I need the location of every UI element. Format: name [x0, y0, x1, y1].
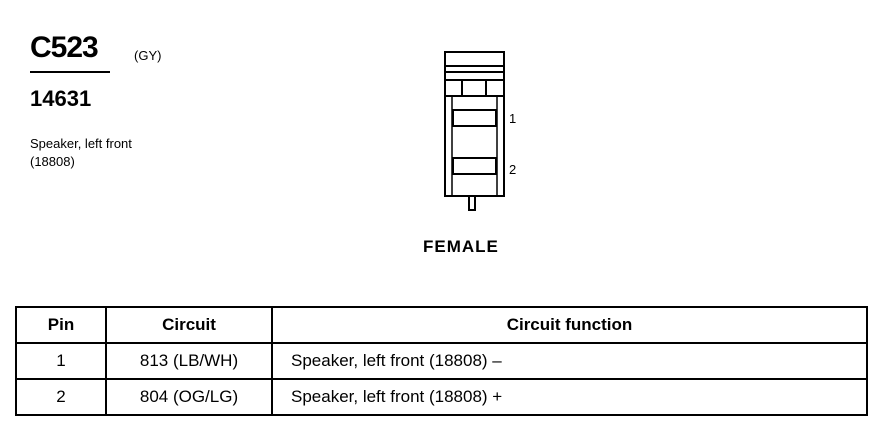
- table-row: 1 813 (LB/WH) Speaker, left front (18808…: [15, 342, 868, 380]
- color-code: (GY): [134, 48, 162, 63]
- connector-description: Speaker, left front (18808): [30, 135, 132, 171]
- table-row: 2 804 (OG/LG) Speaker, left front (18808…: [15, 378, 868, 416]
- connector-key: [468, 195, 476, 211]
- header-circuit-function: Circuit function: [271, 306, 868, 344]
- connector-housing: [444, 51, 505, 211]
- part-number: 14631: [30, 86, 92, 111]
- pin-circuit-table: Pin Circuit Circuit function 1 813 (LB/W…: [15, 306, 868, 416]
- pin-label-1: 1: [509, 111, 516, 126]
- row-circuit: 813 (LB/WH): [105, 342, 273, 380]
- description-line-1: Speaker, left front: [30, 136, 132, 151]
- header-circuit: Circuit: [105, 306, 273, 344]
- connector-cap: [444, 51, 505, 97]
- row-pin: 2: [15, 378, 107, 416]
- pin-label-2: 2: [509, 162, 516, 177]
- pin-cavity-1: [452, 109, 497, 127]
- title-underline: [30, 71, 110, 73]
- connector-id: C523: [30, 31, 99, 64]
- table-header-row: Pin Circuit Circuit function: [15, 306, 868, 344]
- connector-face-diagram: 1 2: [444, 51, 516, 211]
- connector-gender-label: FEMALE: [423, 237, 499, 256]
- row-circuit-function: Speaker, left front (18808) +: [271, 378, 868, 416]
- row-circuit: 804 (OG/LG): [105, 378, 273, 416]
- row-circuit-function: Speaker, left front (18808) –: [271, 342, 868, 380]
- description-line-2: (18808): [30, 154, 75, 169]
- header-pin: Pin: [15, 306, 107, 344]
- row-pin: 1: [15, 342, 107, 380]
- pin-cavity-2: [452, 157, 497, 175]
